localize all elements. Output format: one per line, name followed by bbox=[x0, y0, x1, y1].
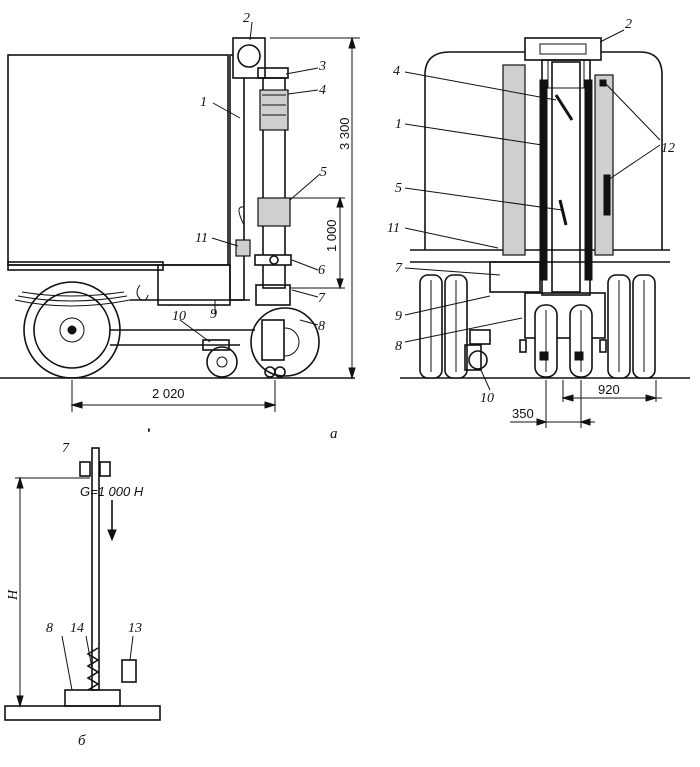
label-12: 12 bbox=[661, 141, 675, 156]
label-2: 2 bbox=[243, 11, 250, 26]
scheme-b-labels: 7 8 14 13 G=1 000 H H bbox=[6, 441, 144, 636]
side-view bbox=[0, 21, 360, 412]
height-label: H bbox=[6, 589, 21, 601]
label-7: 7 bbox=[62, 441, 70, 456]
dim-lift: 1 000 bbox=[324, 219, 339, 252]
label-5: 5 bbox=[395, 181, 402, 196]
label-2: 2 bbox=[625, 17, 632, 32]
label-10: 10 bbox=[480, 391, 494, 406]
label-8: 8 bbox=[46, 621, 53, 636]
label-10: 10 bbox=[172, 309, 186, 324]
front-view-labels: 2 4 1 12 5 11 7 9 8 10 350 920 bbox=[387, 17, 675, 421]
dim-track-right: 920 bbox=[598, 382, 620, 397]
label-11: 11 bbox=[387, 221, 400, 236]
label-4: 4 bbox=[393, 64, 400, 79]
scheme-b bbox=[4, 447, 161, 721]
label-4: 4 bbox=[319, 83, 326, 98]
caption-b: б bbox=[78, 733, 86, 749]
speck: ' bbox=[148, 428, 150, 439]
label-6: 6 bbox=[318, 263, 325, 278]
label-8: 8 bbox=[318, 319, 325, 334]
label-13: 13 bbox=[128, 621, 142, 636]
side-view-labels: 1 2 3 4 5 11 6 7 8 9 10 3 300 1 000 2 02… bbox=[152, 11, 352, 401]
label-14: 14 bbox=[70, 621, 84, 636]
label-7: 7 bbox=[318, 291, 326, 306]
dim-wheelbase: 2 020 bbox=[152, 386, 185, 401]
label-1: 1 bbox=[395, 117, 402, 132]
dim-track-left: 350 bbox=[512, 406, 534, 421]
label-5: 5 bbox=[320, 165, 327, 180]
front-view bbox=[400, 29, 690, 428]
label-3: 3 bbox=[318, 59, 326, 74]
label-1: 1 bbox=[200, 95, 207, 110]
force-label: G=1 000 H bbox=[80, 484, 144, 499]
label-9: 9 bbox=[395, 309, 402, 324]
label-7: 7 bbox=[395, 261, 403, 276]
dim-height: 3 300 bbox=[337, 117, 352, 150]
caption-a: а bbox=[330, 426, 338, 442]
label-9: 9 bbox=[210, 307, 217, 322]
label-11: 11 bbox=[195, 231, 208, 246]
label-8: 8 bbox=[395, 339, 402, 354]
